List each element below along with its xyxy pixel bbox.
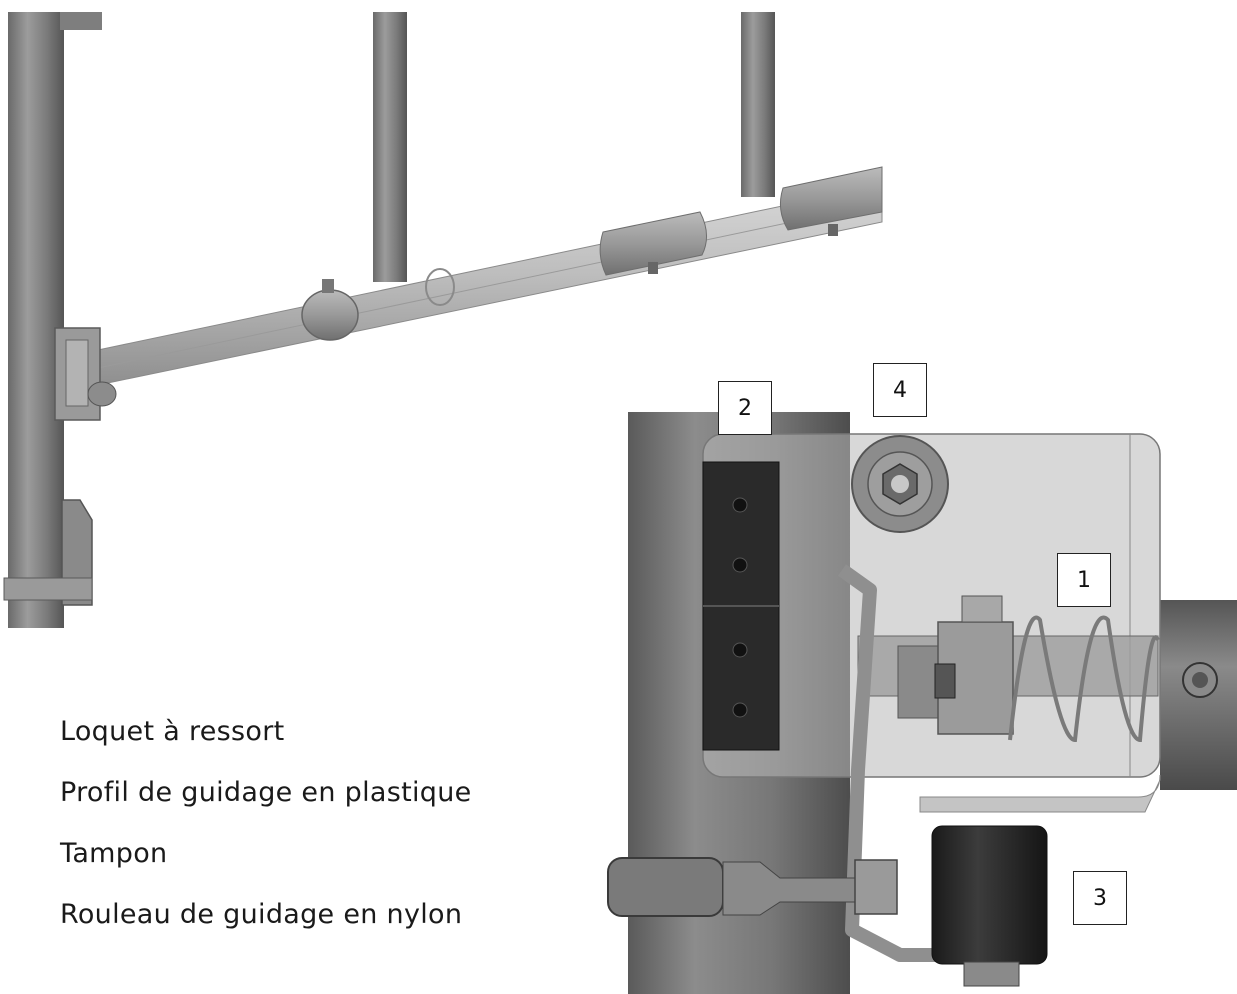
callout-4: 4 [873,363,927,417]
callout-1: 1 [1057,553,1111,607]
lower-collar [3,577,93,601]
vertical-bar [741,12,775,197]
gate-post [8,12,64,628]
legend-item-nylon-roller: Rouleau de guidage en nylon [60,899,463,930]
post-collar [607,857,724,917]
buffer-pad [931,825,1048,965]
callout-2: 2 [718,381,772,435]
gate-overview-drawing [3,12,883,628]
parts-legend: Loquet à ressort Profil de guidage en pl… [60,712,472,956]
latch-spring [1008,615,1160,743]
bottom-shelf [919,774,1161,813]
legend-item-buffer: Tampon [60,838,168,869]
vertical-bar [373,12,407,282]
bent-rod [837,564,960,962]
legend-item-plastic-guide-profile: Profil de guidage en plastique [60,777,472,808]
rail-ring [425,268,455,306]
callout-3: 3 [1073,871,1127,925]
rail-sleeve [779,166,883,231]
post-cap [60,12,102,30]
legend-item-spring-latch: Loquet à ressort [60,716,285,747]
rail-sleeve [599,211,707,276]
